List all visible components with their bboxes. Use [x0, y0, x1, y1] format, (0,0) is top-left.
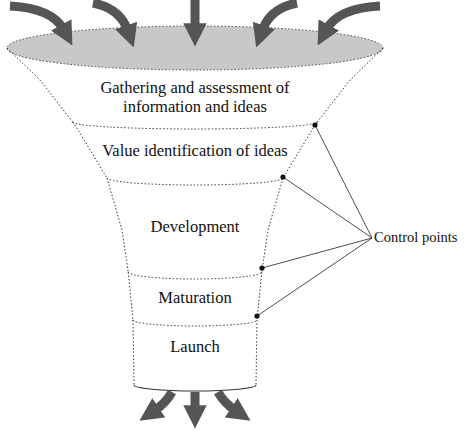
- band-boundary: [73, 122, 318, 129]
- band-side: [133, 320, 134, 385]
- funnel-band: Value identification of ideas: [0, 122, 390, 190]
- band-side: [107, 178, 128, 272]
- control-point-dot: [254, 313, 259, 318]
- funnel-band: Development: [0, 178, 390, 284]
- control-point-dot: [259, 265, 264, 270]
- control-point-dot: [312, 122, 317, 127]
- stage-name: Launch: [125, 337, 265, 356]
- output-arrow: [154, 392, 172, 411]
- input-arrow: [93, 3, 128, 31]
- funnel-band: Maturation: [0, 272, 390, 332]
- band-side: [7, 48, 73, 122]
- callout-label: Control points: [374, 229, 457, 246]
- control-point-dot: [280, 174, 285, 179]
- leader-line: [283, 177, 372, 238]
- band-side: [73, 122, 107, 178]
- funnel-top-ellipse: [7, 26, 383, 70]
- stage-name: Maturation: [115, 288, 275, 307]
- band-side: [262, 178, 283, 272]
- input-arrow: [326, 6, 380, 30]
- stage-name: Value identification of ideas: [70, 141, 320, 160]
- funnel-band: Gathering and assessment of information …: [0, 48, 390, 134]
- band-boundary: [107, 178, 283, 185]
- leader-line: [262, 238, 372, 268]
- band-side: [256, 320, 257, 385]
- band-boundary: [128, 272, 262, 279]
- stage-name: Development: [95, 217, 295, 236]
- band-boundary: [133, 320, 257, 326]
- band-side: [283, 122, 317, 178]
- input-arrow: [262, 3, 297, 31]
- output-arrow: [191, 392, 200, 411]
- leader-line: [315, 125, 372, 238]
- stage-name: Gathering and assessment of information …: [70, 78, 320, 116]
- band-side: [128, 272, 133, 320]
- funnel-band: Launch: [0, 320, 390, 397]
- band-outline: [0, 320, 390, 397]
- output-arrow: [218, 392, 236, 411]
- band-boundary: [134, 385, 256, 391]
- input-arrow: [191, 0, 200, 29]
- leader-line: [257, 238, 372, 316]
- band-side: [317, 48, 383, 122]
- input-arrow: [10, 6, 64, 30]
